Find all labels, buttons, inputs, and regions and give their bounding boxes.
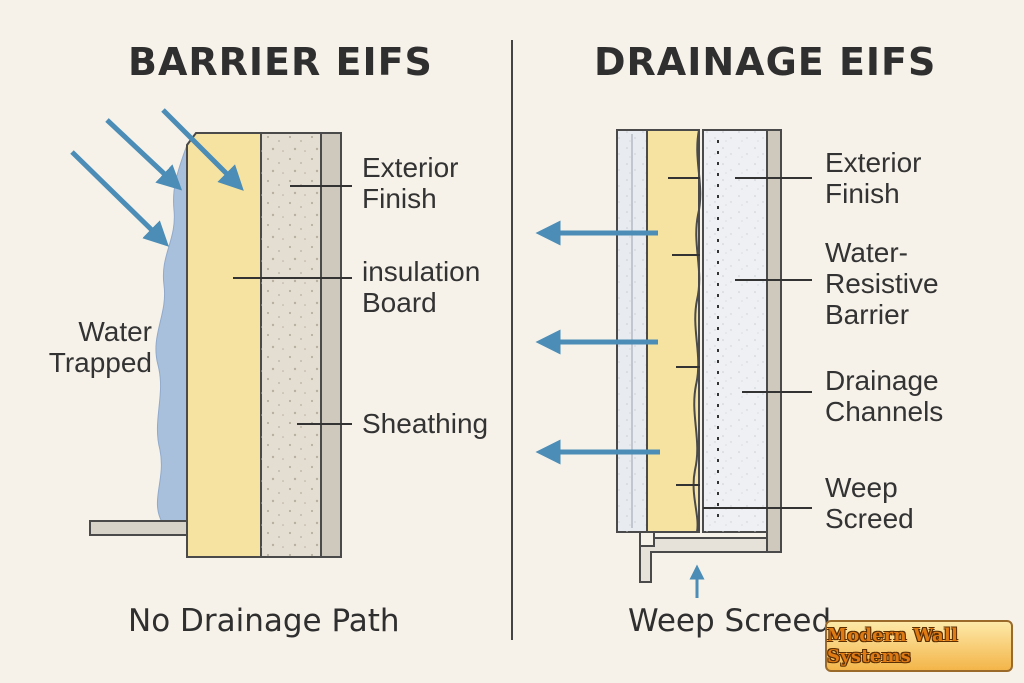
water-resistive-barrier-line — [692, 129, 702, 533]
barrier-eifs-title: BARRIER EIFS — [128, 40, 433, 84]
label-water-resistive-barrier: Water- Resistive Barrier — [825, 237, 939, 330]
insulation-board-layer — [186, 132, 262, 558]
caption-no-drainage-path: No Drainage Path — [128, 603, 400, 639]
insulation-layer — [646, 129, 700, 533]
brand-logo-text: Modern Wall Systems — [827, 625, 958, 667]
exterior-board-layer — [320, 132, 342, 558]
label-exterior-finish-right: Exterior Finish — [825, 147, 922, 209]
backing-layer — [766, 129, 782, 553]
weep-screed-profile — [639, 537, 768, 583]
brand-logo: Modern Wall Systems — [825, 620, 1013, 672]
label-weep-screed: Weep Screed — [825, 472, 914, 534]
trapped-water — [155, 144, 188, 523]
label-insulation-board: insulation Board — [362, 256, 481, 318]
barrier-wall-section — [70, 108, 352, 558]
base-ledge — [89, 520, 191, 536]
label-drainage-channels: Drainage Channels — [825, 365, 944, 427]
label-water-trapped: Water Trapped — [48, 316, 152, 378]
caption-weep-screed: Weep Screed — [628, 603, 832, 639]
drainage-eifs-title: DRAINAGE EIFS — [594, 40, 937, 84]
water-arrow — [105, 118, 183, 191]
water-arrow — [70, 150, 169, 247]
label-sheathing: Sheathing — [362, 408, 489, 439]
label-exterior-finish: Exterior Finish — [362, 152, 459, 214]
water-arrow — [161, 108, 244, 191]
drainage-wall-section — [535, 129, 812, 598]
